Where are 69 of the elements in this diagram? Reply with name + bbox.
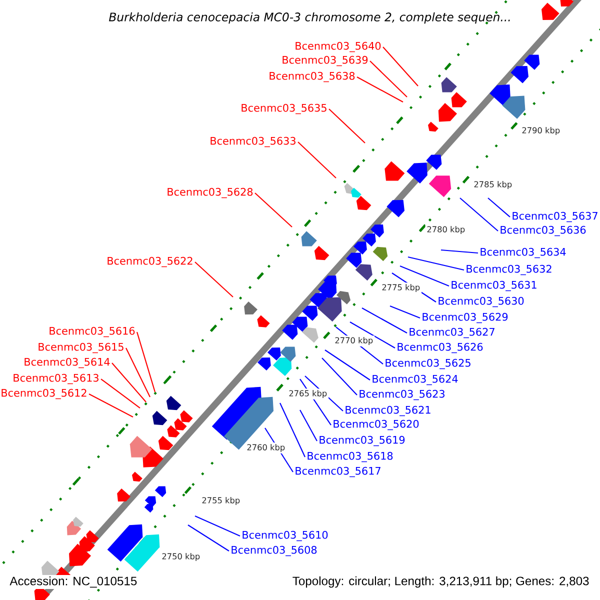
leader-line — [460, 198, 498, 232]
gene-label: Bcenmc03_5637 — [512, 212, 598, 222]
gene-label: Bcenmc03_5635 — [242, 104, 326, 114]
gene-label: Bcenmc03_5639 — [282, 56, 368, 66]
leader-line — [390, 306, 420, 319]
gene-label: Bcenmc03_5633 — [210, 136, 296, 148]
gene-label: Bcenmc03_5615 — [38, 342, 124, 354]
leader-line — [126, 348, 150, 398]
leader-line — [194, 262, 234, 298]
gene-label: Bcenmc03_5617 — [296, 466, 380, 478]
title: Burkholderia cenocepacia MC0-3 chromosome 2, complete sequen... — [109, 12, 510, 24]
leader-line — [382, 46, 418, 86]
tick-label: 2770 kbp — [333, 336, 375, 346]
tick-label: 2785 kbp — [472, 180, 514, 190]
gene-label: Bcenmc03_5619 — [320, 436, 405, 446]
tick-label: 2780 kbp — [425, 224, 467, 236]
leader-line — [322, 358, 358, 396]
gene-label: Bcenmc03_5612 — [2, 388, 86, 400]
gene-label: Bcenmc03_5630 — [438, 296, 524, 308]
tick-label: 2790 kbp — [520, 126, 562, 136]
gene-label: Bcenmc03_5626 — [398, 342, 483, 354]
gene-label: Bcenmc03_5625 — [386, 358, 470, 370]
topology-text: Topology: circular; Length: 3,213,911 bp; Genes: 2,803 — [290, 574, 591, 590]
leader-line — [88, 394, 134, 418]
gene-label: Bcenmc03_5620 — [334, 420, 419, 430]
leader-line — [356, 76, 404, 102]
gene-label: Bcenmc03_5621 — [346, 406, 430, 416]
gene-label: Bcenmc03_5623 — [360, 390, 444, 400]
gene-label: Bcenmc03_5628 — [168, 188, 253, 198]
gene-label: Bcenmc03_5640 — [296, 42, 381, 52]
gene-label: Bcenmc03_5631 — [452, 280, 536, 292]
leader-line — [408, 256, 464, 271]
gene-label: Bcenmc03_5632 — [466, 264, 552, 276]
tick-label: 2760 kbp — [245, 442, 287, 454]
leader-line — [328, 108, 366, 144]
gene-label: Bcenmc03_5629 — [422, 312, 508, 324]
leader-line — [280, 402, 306, 458]
gene-label: Bcenmc03_5627 — [410, 328, 494, 338]
gene-label: Bcenmc03_5624 — [372, 374, 458, 386]
leader-line — [194, 516, 240, 537]
tick-label: 2755 kbp — [200, 496, 242, 506]
leader-line — [188, 524, 230, 552]
leader-line — [254, 192, 292, 228]
gene-label: Bcenmc03_5608 — [232, 546, 317, 556]
gene-label: Bcenmc03_5613 — [14, 374, 98, 384]
leader-line — [350, 322, 396, 348]
accession-text: Accession: NC_010515 — [8, 575, 139, 589]
leader-line — [136, 332, 156, 392]
leader-line — [362, 308, 408, 334]
gene-label: Bcenmc03_5614 — [24, 358, 110, 368]
tick-label: 2765 kbp — [287, 388, 329, 400]
gene-label: Bcenmc03_5634 — [480, 248, 566, 258]
leader-line — [400, 266, 450, 287]
gene-label: Bcenmc03_5622 — [108, 256, 192, 268]
gene-label: Bcenmc03_5638 — [270, 72, 355, 82]
tick-label: 2775 kbp — [380, 282, 422, 294]
gene-label: Bcenmc03_5616 — [50, 326, 135, 338]
gene-label: Bcenmc03_5610 — [242, 530, 328, 542]
leader-line — [300, 410, 318, 442]
leader-line — [100, 378, 140, 408]
tick-label: 2750 kbp — [160, 552, 202, 562]
leader-line — [298, 142, 336, 178]
gene-label: Bcenmc03_5618 — [308, 452, 393, 462]
leader-line — [370, 60, 408, 98]
leader-line — [324, 350, 370, 380]
gene-label: Bcenmc03_5636 — [500, 226, 586, 236]
leader-line — [440, 249, 478, 254]
leader-line — [112, 362, 146, 402]
leader-line — [488, 198, 510, 218]
